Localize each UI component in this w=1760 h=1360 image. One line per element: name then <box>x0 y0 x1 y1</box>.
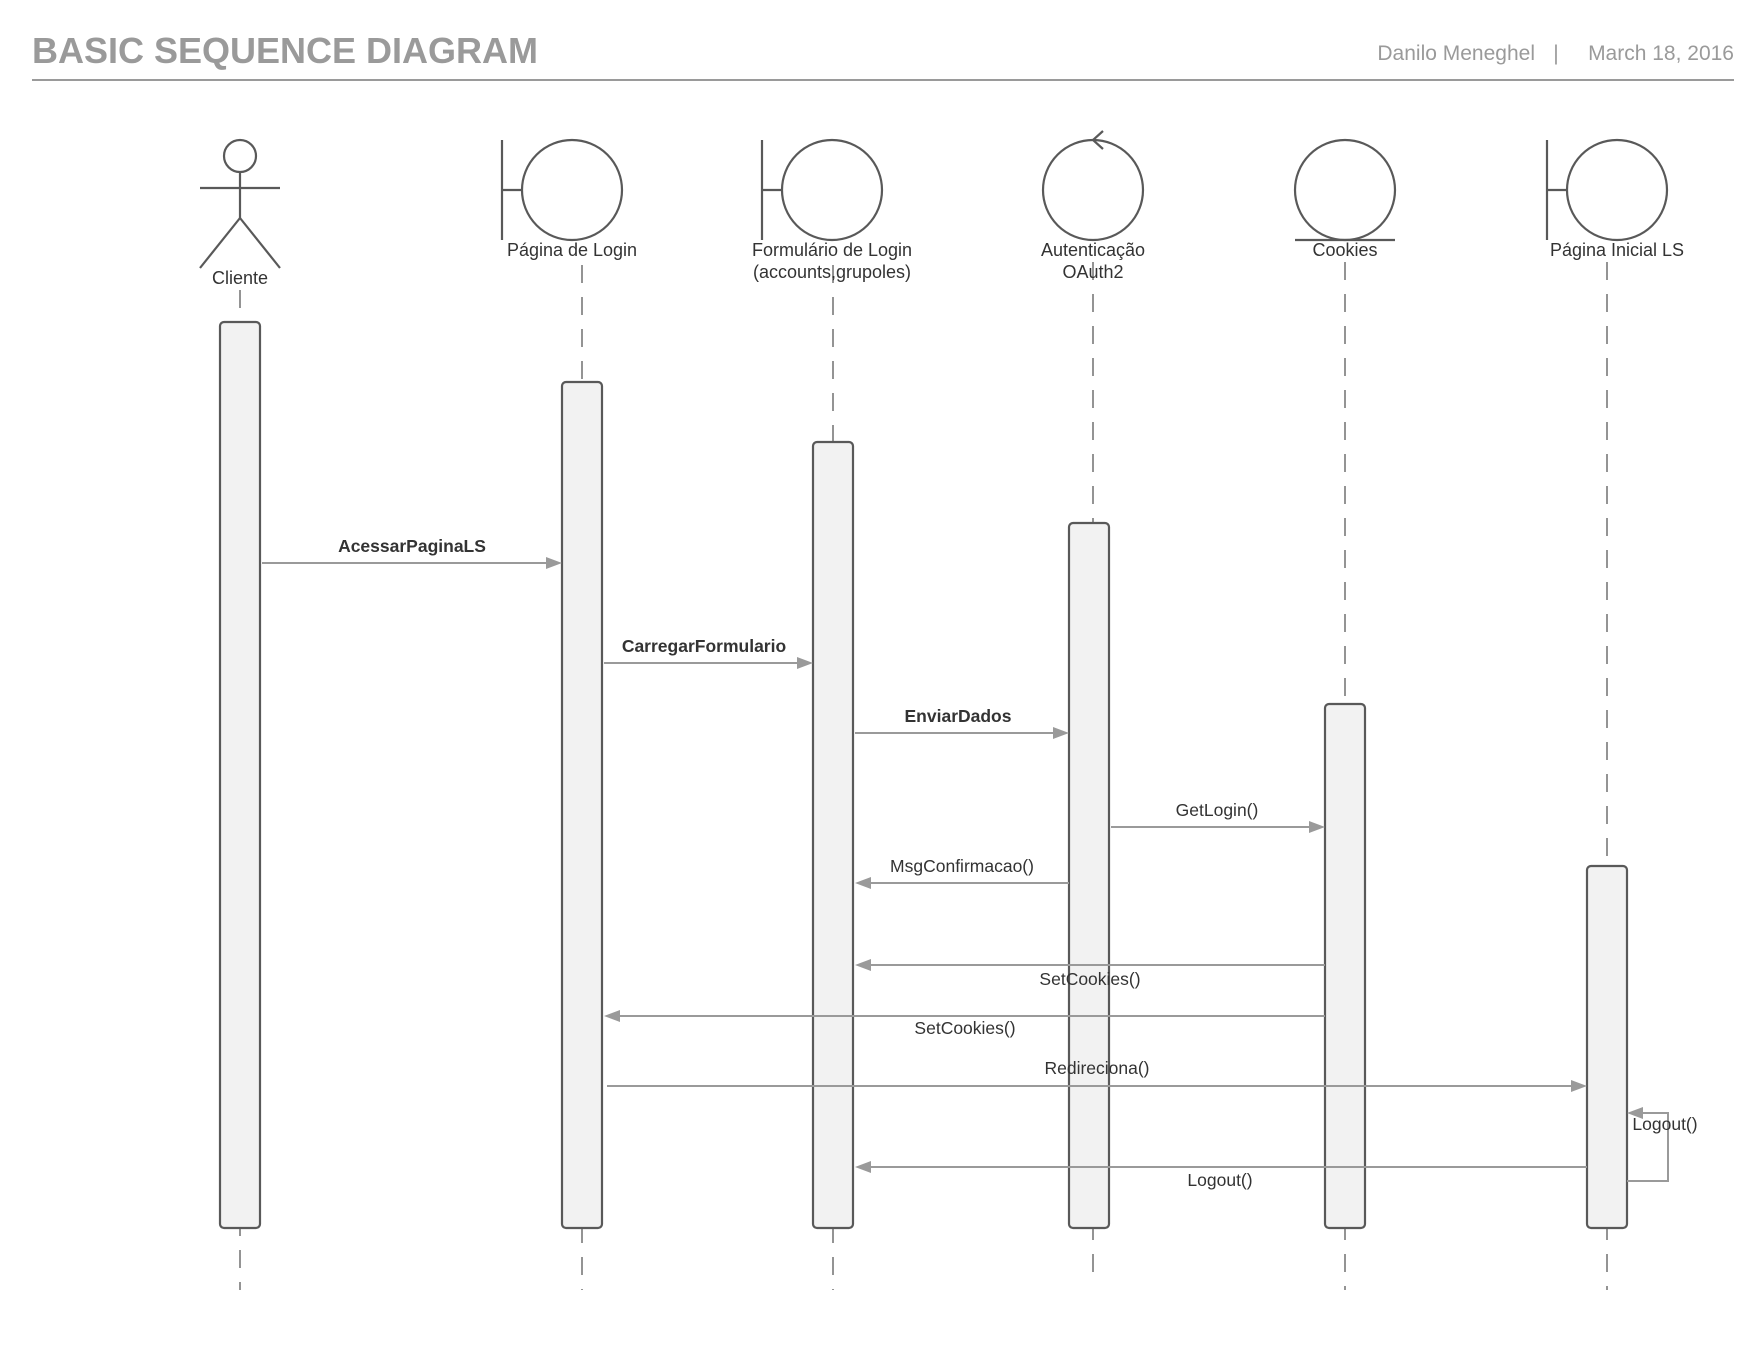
participant-label: Formulário de Login <box>752 240 912 260</box>
message-redireciona: Redireciona() <box>607 1058 1587 1092</box>
message-get-login: GetLogin() <box>1111 800 1325 833</box>
message-label: CarregarFormulario <box>622 636 786 656</box>
participant-pagina-login: Página de Login <box>500 138 637 260</box>
activation-bar-formulario-login <box>811 440 855 1230</box>
message-acessar-pagina: AcessarPaginaLS <box>262 536 562 569</box>
actor-icon <box>199 138 281 269</box>
activation-bar-cookies <box>1323 702 1367 1230</box>
message-set-cookies-login: SetCookies() <box>604 1010 1325 1038</box>
participant-sublabel: OAuth2 <box>1062 262 1123 282</box>
message-label: AcessarPaginaLS <box>338 536 486 556</box>
header-separator: | <box>1553 42 1558 65</box>
participant-label: Página Inicial LS <box>1550 240 1684 260</box>
message-label: EnviarDados <box>905 706 1012 726</box>
activation-bar-autenticacao <box>1067 521 1111 1230</box>
control-icon <box>1041 130 1145 242</box>
participant-label: Cookies <box>1312 240 1377 260</box>
message-label: GetLogin() <box>1176 800 1259 820</box>
diagram-date: March 18, 2016 <box>1588 42 1734 65</box>
entity-icon <box>1293 138 1397 242</box>
lifelines <box>239 262 1608 1290</box>
page-title: BASIC SEQUENCE DIAGRAM <box>32 30 538 71</box>
message-label: Logout() <box>1632 1114 1697 1134</box>
message-logout-self: Logout() <box>1627 1107 1698 1182</box>
participant-label: Cliente <box>212 268 268 288</box>
participant-cookies: Cookies <box>1293 138 1397 260</box>
message-logout-form: Logout() <box>855 1161 1587 1190</box>
activation-bar-pagina-login <box>560 380 604 1230</box>
participant-pagina-inicial: Página Inicial LS <box>1545 138 1684 260</box>
boundary-icon <box>500 138 624 242</box>
message-enviar-dados: EnviarDados <box>855 706 1069 739</box>
participant-label: Autenticação <box>1041 240 1145 260</box>
participant-autenticacao: Autenticação OAuth2 <box>1041 130 1145 282</box>
message-label: Logout() <box>1187 1170 1252 1190</box>
participant-label: Página de Login <box>507 240 637 260</box>
message-msg-confirmacao: MsgConfirmacao() <box>855 856 1069 889</box>
author-name: Danilo Meneghel <box>1377 42 1535 65</box>
message-label: SetCookies() <box>914 1018 1015 1038</box>
boundary-icon <box>760 138 884 242</box>
participant-sublabel: (accounts,grupoles) <box>753 262 911 282</box>
participant-cliente: Cliente <box>199 138 281 288</box>
message-label: MsgConfirmacao() <box>890 856 1034 876</box>
activation-bar-cliente <box>218 320 262 1230</box>
participant-formulario-login: Formulário de Login (accounts,grupoles) <box>752 138 912 282</box>
message-label: SetCookies() <box>1039 969 1140 989</box>
activation-bar-pagina-inicial <box>1585 864 1629 1230</box>
message-carregar-formulario: CarregarFormulario <box>604 636 813 669</box>
message-set-cookies-form: SetCookies() <box>855 959 1325 989</box>
activation-bars <box>218 320 1629 1230</box>
boundary-icon <box>1545 138 1669 242</box>
message-label: Redireciona() <box>1044 1058 1149 1078</box>
